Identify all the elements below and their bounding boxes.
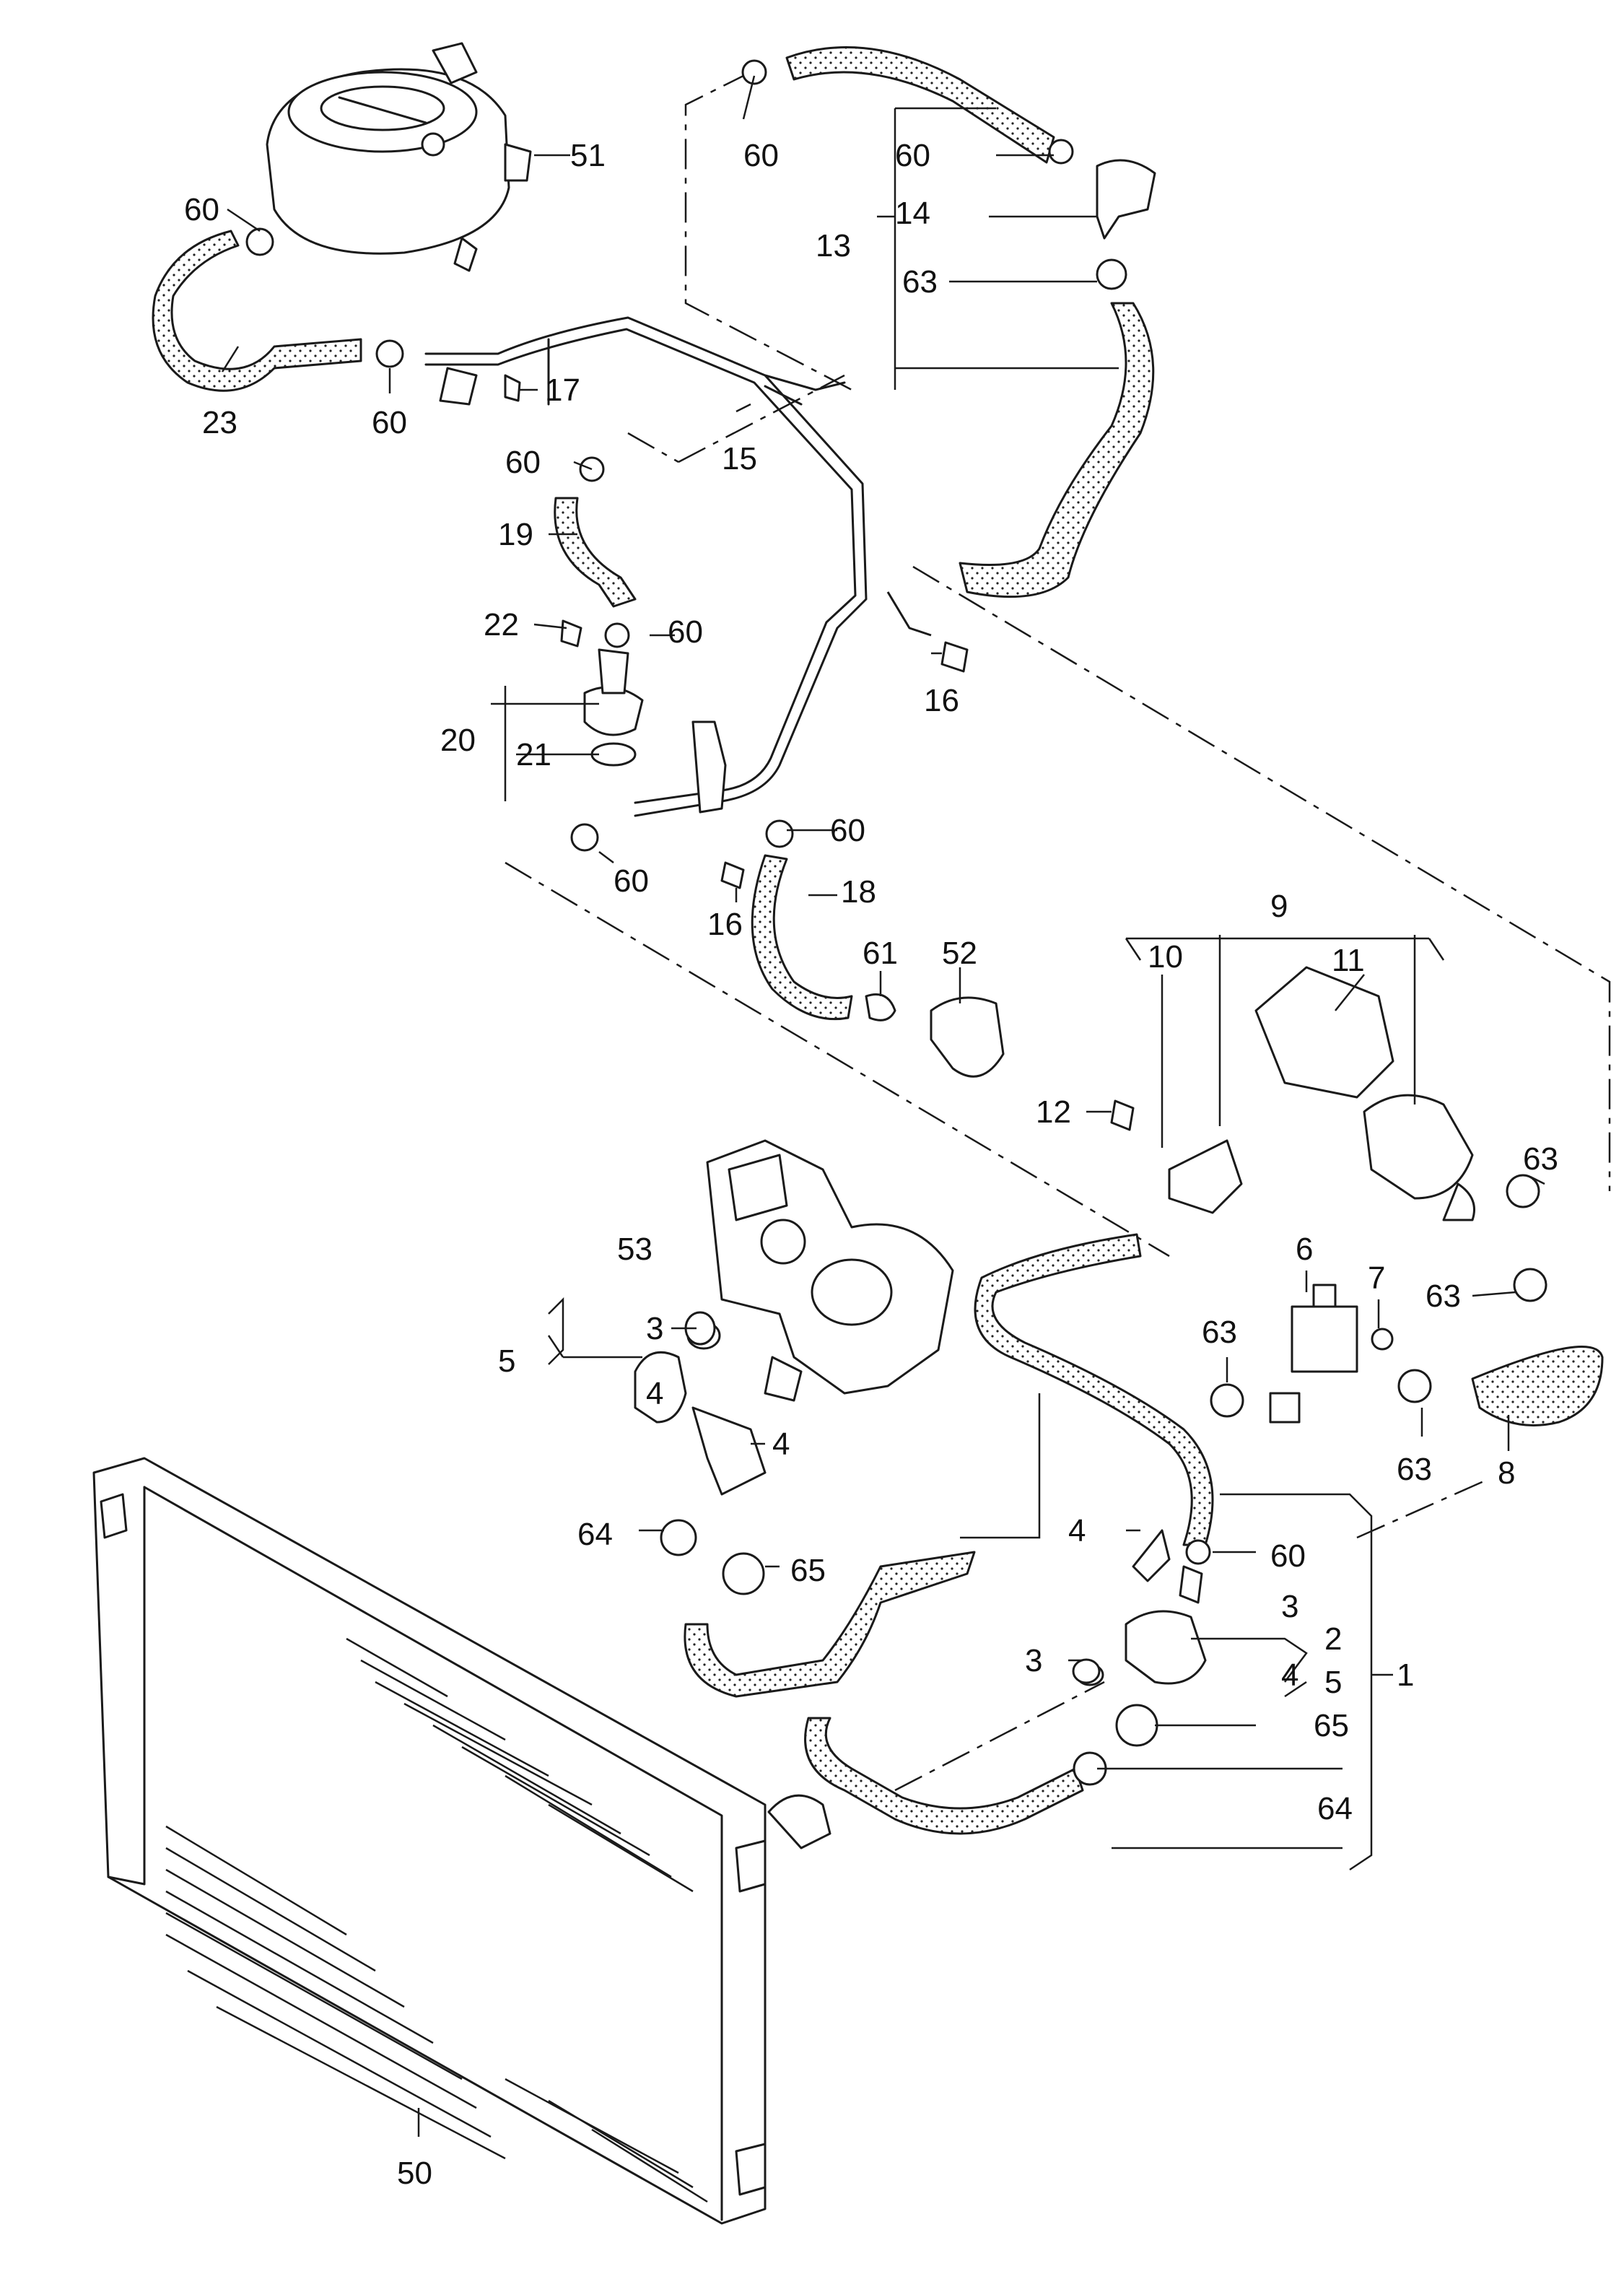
label-53: 53	[617, 1232, 652, 1267]
label-60-hose13: 60	[895, 138, 930, 173]
label-64-lower: 64	[1317, 1791, 1353, 1826]
label-60-hose23: 60	[372, 405, 407, 440]
label-5-right: 5	[1324, 1665, 1342, 1700]
label-21: 21	[516, 737, 551, 772]
hoses	[152, 45, 1604, 1835]
label-60-lower: 60	[1270, 1538, 1306, 1574]
label-13: 13	[816, 228, 851, 263]
label-9: 9	[1270, 889, 1288, 924]
label-5-left: 5	[498, 1343, 515, 1379]
radiator-fins	[165, 1637, 708, 2203]
leader-lines	[221, 75, 1545, 2137]
label-63-valve: 63	[1202, 1315, 1237, 1350]
label-60-hose19-top: 60	[505, 445, 541, 480]
label-60-tank: 60	[184, 192, 219, 227]
label-4-bracket: 4	[772, 1426, 790, 1462]
label-60-pipe-end: 60	[614, 863, 649, 899]
label-63-top: 63	[902, 264, 938, 300]
label-23: 23	[202, 405, 237, 440]
label-1: 1	[1397, 1657, 1414, 1693]
label-17: 17	[545, 372, 580, 408]
label-10: 10	[1148, 939, 1183, 975]
label-61: 61	[863, 936, 898, 971]
label-6: 6	[1296, 1232, 1313, 1267]
radiator	[92, 1457, 831, 2225]
label-4-right-bracket: 4	[1068, 1513, 1086, 1548]
label-3-left: 3	[646, 1311, 663, 1346]
label-60-valve20: 60	[668, 614, 703, 650]
label-3-right-group: 3	[1281, 1589, 1298, 1624]
label-60-hose18: 60	[830, 813, 865, 848]
label-60-top: 60	[743, 138, 779, 173]
label-14: 14	[895, 196, 930, 231]
label-11: 11	[1332, 943, 1365, 978]
label-12: 12	[1036, 1094, 1071, 1130]
label-15: 15	[722, 441, 757, 476]
metal-coolant-pipe	[424, 316, 932, 817]
label-63-lower: 63	[1397, 1452, 1432, 1487]
label-19: 19	[498, 517, 533, 552]
label-65-lower: 65	[1314, 1708, 1349, 1743]
label-52: 52	[942, 936, 977, 971]
label-8: 8	[1498, 1455, 1515, 1491]
label-16-left: 16	[707, 907, 743, 942]
components	[245, 59, 1547, 1786]
label-63-pump: 63	[1523, 1141, 1558, 1177]
label-3-oring: 3	[1025, 1643, 1042, 1678]
label-2: 2	[1324, 1621, 1342, 1657]
label-20: 20	[440, 723, 476, 758]
label-18: 18	[841, 874, 876, 910]
expansion-tank	[266, 42, 532, 272]
label-63-hose8: 63	[1426, 1278, 1461, 1314]
label-50: 50	[397, 2156, 432, 2191]
label-16-right: 16	[924, 683, 959, 718]
label-4-right-group: 4	[1281, 1657, 1298, 1693]
label-64-top: 64	[577, 1517, 613, 1552]
dashed-group-outlines	[505, 71, 1611, 1792]
label-51: 51	[570, 138, 606, 173]
label-22: 22	[484, 607, 519, 642]
label-7: 7	[1368, 1260, 1385, 1296]
label-65-top: 65	[790, 1553, 826, 1588]
label-4-left: 4	[646, 1376, 663, 1411]
part-labels: 51 60 23 60 17 60 60 14 13 63 15 60 19 2…	[184, 138, 1558, 2191]
